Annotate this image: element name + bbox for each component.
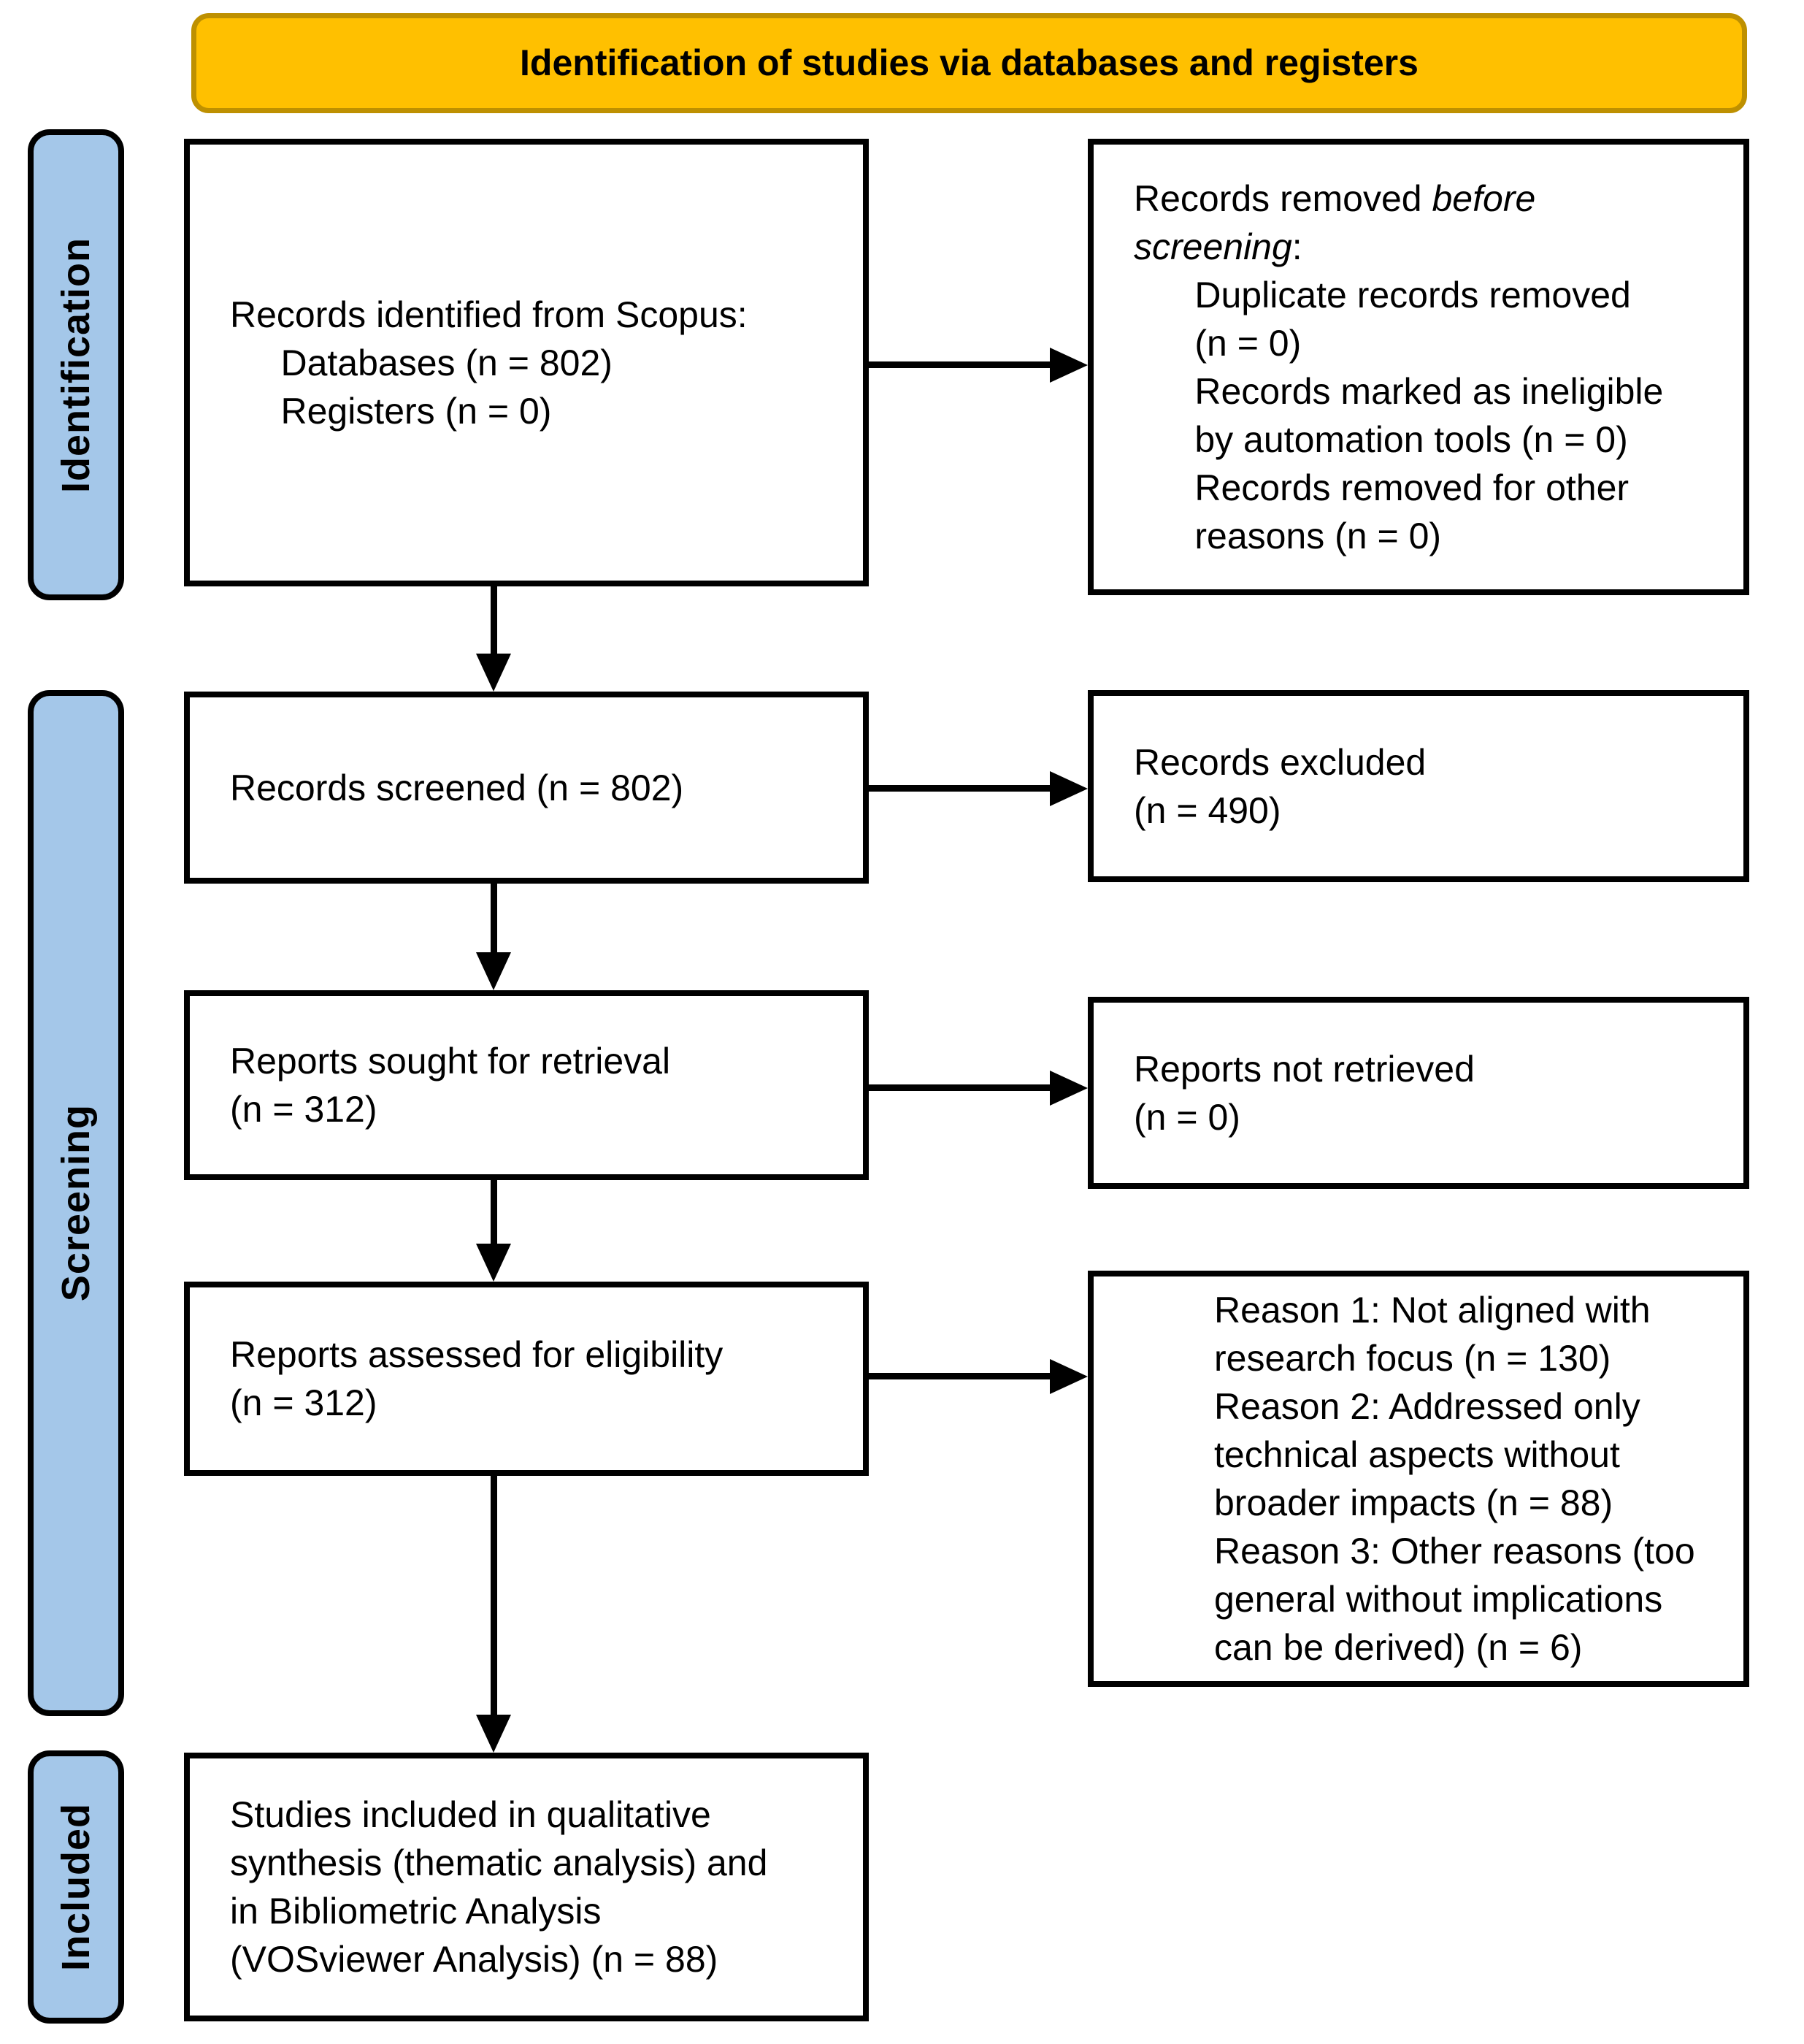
box-records-removed-text: Records removed before screening: Duplic… (1134, 177, 1664, 556)
arrow-screened-to-sought-line (491, 884, 497, 956)
box-records-excluded-text: Records excluded (n = 490) (1134, 741, 1427, 831)
box-studies-included: Studies included in qualitative synthesi… (184, 1753, 869, 2021)
title-banner: Identification of studies via databases … (191, 13, 1747, 113)
box-records-removed-before-screening: Records removed before screening: Duplic… (1088, 139, 1749, 595)
box-reports-assessed: Reports assessed for eligibility (n = 31… (184, 1282, 869, 1476)
stage-label-included: Included (28, 1750, 124, 2024)
arrow-assessed-to-reasons-head-icon (1050, 1359, 1088, 1394)
arrow-screened-to-excluded-head-icon (1050, 771, 1088, 806)
arrow-identified-to-screened-line (491, 586, 497, 657)
box-records-screened: Records screened (n = 802) (184, 692, 869, 884)
title-banner-label: Identification of studies via databases … (520, 42, 1419, 83)
arrow-identified-to-removed-head-icon (1050, 348, 1088, 383)
arrow-screened-to-sought-head-icon (476, 952, 511, 990)
stage-label-included-text: Included (54, 1802, 98, 1971)
box-exclusion-reasons: Reason 1: Not aligned with research focu… (1088, 1271, 1749, 1687)
arrow-assessed-to-reasons-line (869, 1373, 1055, 1379)
arrow-sought-to-not-retrieved-line (869, 1084, 1055, 1091)
arrow-assessed-to-included-line (491, 1476, 497, 1718)
arrow-sought-to-assessed-head-icon (476, 1244, 511, 1282)
box-records-identified-text: Records identified from Scopus: Database… (230, 294, 748, 432)
box-studies-included-text: Studies included in qualitative synthesi… (230, 1794, 768, 1980)
arrow-sought-to-assessed-line (491, 1180, 497, 1247)
arrow-identified-to-screened-head-icon (476, 654, 511, 692)
stage-label-screening: Screening (28, 690, 124, 1716)
box-reports-sought-text: Reports sought for retrieval (n = 312) (230, 1041, 671, 1130)
arrow-assessed-to-included-head-icon (476, 1715, 511, 1753)
arrow-sought-to-not-retrieved-head-icon (1050, 1071, 1088, 1106)
box-records-excluded: Records excluded (n = 490) (1088, 690, 1749, 882)
box-records-identified: Records identified from Scopus: Database… (184, 139, 869, 586)
box-reports-not-retrieved-text: Reports not retrieved (n = 0) (1134, 1048, 1475, 1138)
box-records-screened-text: Records screened (n = 802) (230, 767, 684, 808)
box-exclusion-reasons-text: Reason 1: Not aligned with research focu… (1214, 1290, 1695, 1668)
arrow-identified-to-removed-line (869, 361, 1055, 368)
box-reports-sought: Reports sought for retrieval (n = 312) (184, 990, 869, 1180)
arrow-screened-to-excluded-line (869, 785, 1055, 792)
box-reports-assessed-text: Reports assessed for eligibility (n = 31… (230, 1334, 723, 1423)
box-reports-not-retrieved: Reports not retrieved (n = 0) (1088, 997, 1749, 1189)
stage-label-identification-text: Identification (54, 237, 98, 493)
stage-label-identification: Identification (28, 129, 124, 600)
stage-label-screening-text: Screening (54, 1104, 98, 1302)
